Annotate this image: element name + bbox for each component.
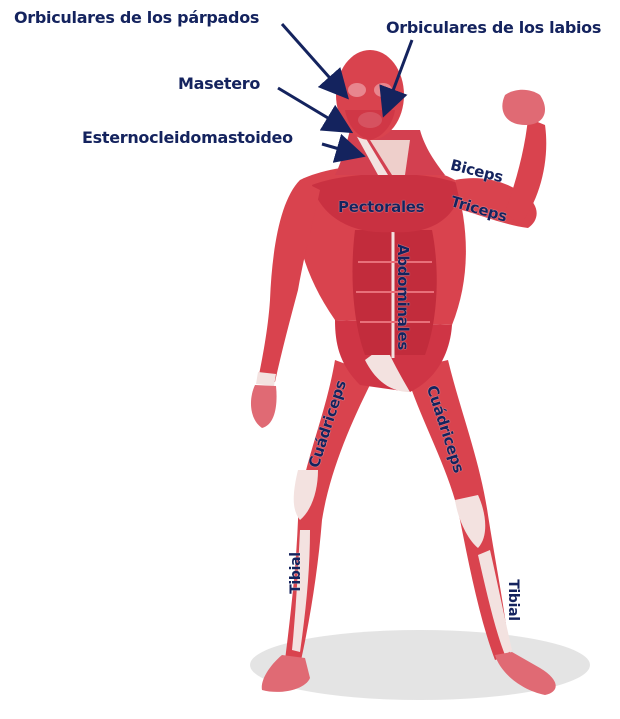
label-tibial-left: Tibial [288, 552, 304, 594]
label-abdominales: Abdominales [394, 244, 412, 350]
right-forearm [505, 118, 546, 225]
right-fist [502, 90, 545, 125]
label-orbiculares-labios: Orbiculares de los labios [386, 18, 601, 37]
label-pectorales: Pectorales [338, 198, 424, 216]
left-eye-orbit [348, 83, 366, 97]
left-hand [251, 385, 277, 428]
left-arm [258, 180, 320, 382]
arrow-orbiculares-parpados [282, 24, 345, 95]
label-masetero: Masetero [178, 74, 260, 93]
label-esternocleidomastoideo: Esternocleidomastoideo [82, 128, 293, 147]
label-orbiculares-parpados: Orbiculares de los párpados [14, 8, 259, 27]
label-tibial-right: Tibial [505, 579, 521, 621]
right-eye-orbit [374, 83, 392, 97]
left-wrist-tendon [256, 372, 276, 386]
